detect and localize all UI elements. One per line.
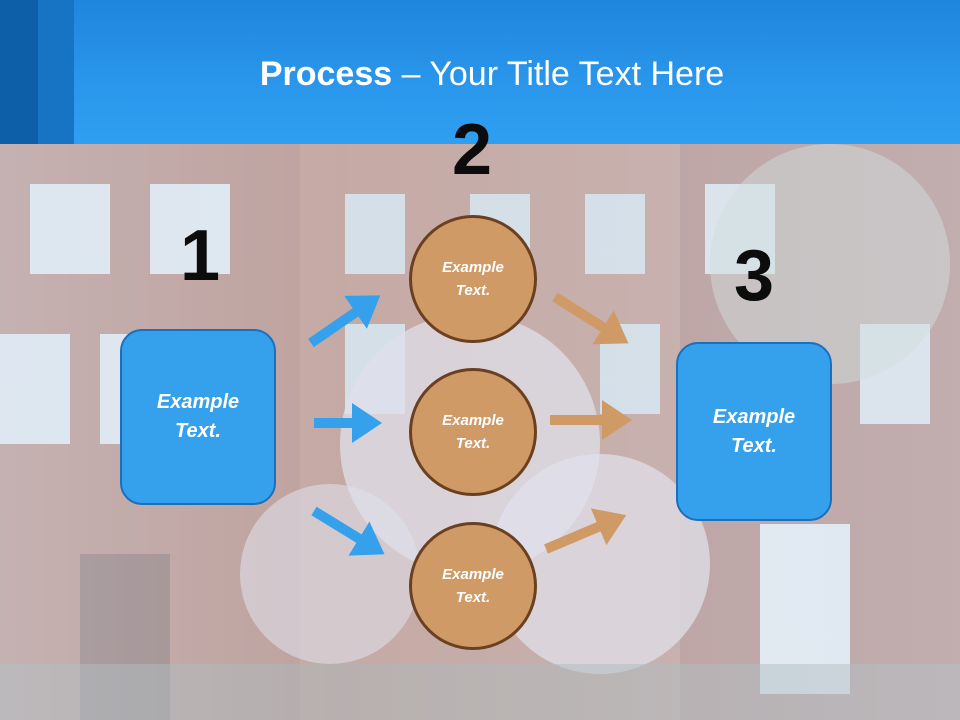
circle-top-text: Example Text.: [442, 259, 504, 299]
step-2-circle-bottom: Example Text.: [409, 522, 537, 650]
circle-bottom-text: Example Text.: [442, 566, 504, 606]
step-number-1: 1: [179, 216, 221, 296]
title-bar: [0, 0, 960, 144]
step-3-box: Example Text.: [676, 342, 832, 521]
step-number-2: 2: [451, 110, 493, 190]
step-3-box-text: Example Text.: [712, 405, 796, 457]
step-number-3: 3: [733, 236, 775, 316]
step-1-box: Example Text.: [120, 329, 276, 505]
header-accent-stripe: [0, 0, 38, 144]
header-accent-stripe-light: [38, 0, 74, 144]
step-1-box-text: Example Text.: [156, 391, 240, 442]
slide-title: Process – Your Title Text Here: [0, 52, 960, 96]
step-2-circle-top: Example Text.: [409, 215, 537, 343]
slide-title-rest: – Your Title Text Here: [392, 55, 725, 93]
slide-title-bold: Process: [259, 55, 393, 93]
step-2-circle-middle: Example Text.: [409, 368, 537, 496]
circle-middle-text: Example Text.: [442, 412, 504, 452]
